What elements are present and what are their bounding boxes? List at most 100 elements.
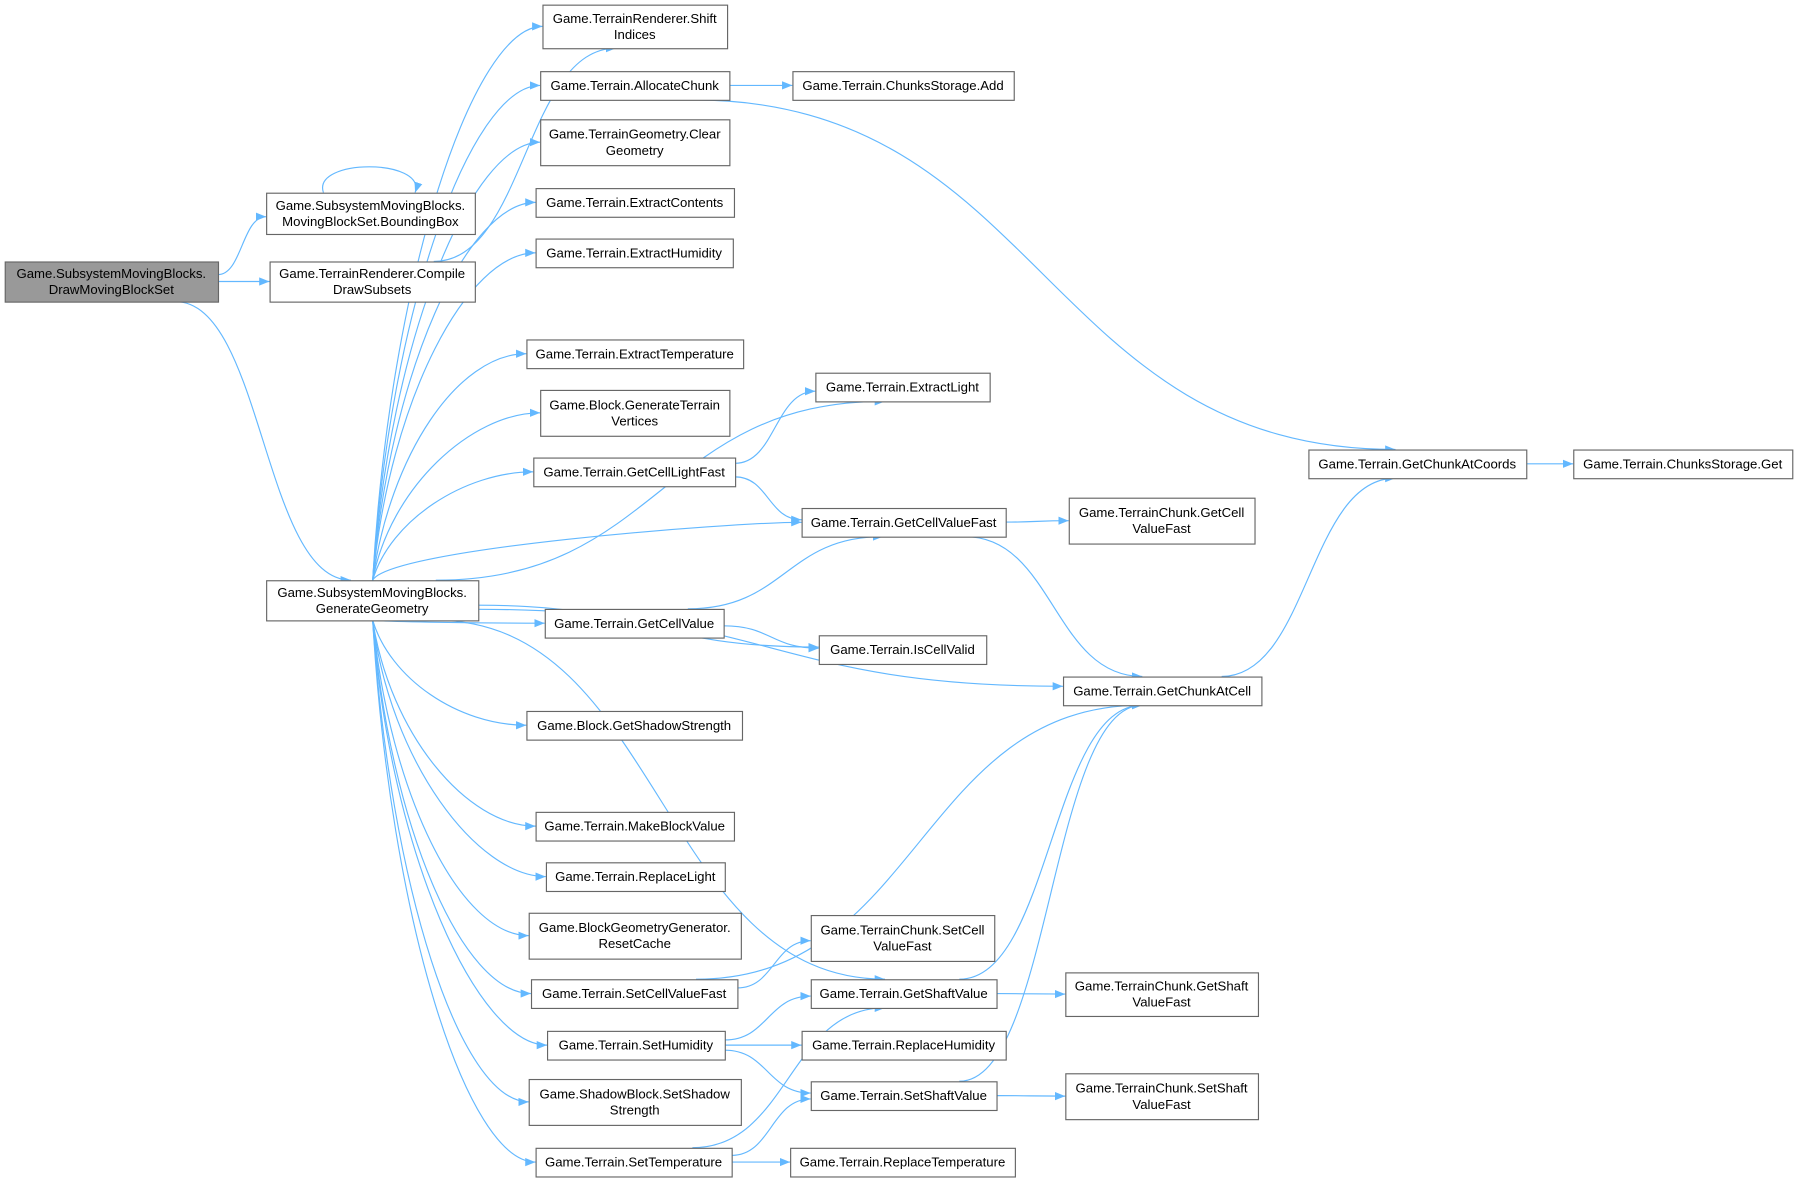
- node-label: Game.Terrain.ReplaceLight: [555, 869, 716, 884]
- node-label: Game.SubsystemMovingBlocks.: [16, 266, 206, 281]
- node-reptemp[interactable]: Game.Terrain.ReplaceTemperature: [790, 1147, 1016, 1178]
- node-csget[interactable]: Game.Terrain.ChunksStorage.Get: [1573, 449, 1794, 480]
- node-box: [1068, 497, 1256, 545]
- node-label: Game.Block.GenerateTerrain: [549, 397, 720, 412]
- node-settemp[interactable]: Game.Terrain.SetTemperature: [535, 1147, 733, 1178]
- node-label: Game.BlockGeometryGenerator.: [539, 920, 731, 935]
- node-box: [269, 261, 476, 303]
- node-label: Game.TerrainChunk.SetCell: [820, 922, 984, 937]
- node-box: [535, 238, 734, 269]
- node-getcv[interactable]: Game.Terrain.GetCellValue: [544, 608, 725, 639]
- node-label: Game.Terrain.SetTemperature: [545, 1155, 722, 1170]
- node-label: Game.Terrain.MakeBlockValue: [544, 819, 725, 834]
- node-label: Game.Terrain.ExtractHumidity: [546, 245, 722, 260]
- node-box: [528, 912, 742, 960]
- node-box: [1573, 449, 1794, 480]
- node-label: Game.Terrain.GetCellValueFast: [811, 515, 997, 530]
- node-isvalid[interactable]: Game.Terrain.IsCellValid: [818, 635, 988, 666]
- node-getcvf[interactable]: Game.Terrain.GetCellValueFast: [801, 507, 1007, 538]
- node-extemp[interactable]: Game.Terrain.ExtractTemperature: [526, 339, 745, 370]
- edge-setcvf-to-tcsetcvf: [737, 936, 811, 989]
- node-label: Game.Terrain.ReplaceHumidity: [812, 1038, 995, 1053]
- edge-sethum-to-getshaft: [724, 991, 811, 1041]
- node-label: DrawMovingBlockSet: [49, 282, 175, 297]
- node-label: ValueFast: [1132, 521, 1191, 536]
- node-box: [810, 1081, 998, 1112]
- node-label: Game.TerrainChunk.SetShaft: [1076, 1081, 1248, 1096]
- edge-compile-to-shift: [433, 44, 617, 262]
- edge-gengeo-to-sethum: [372, 620, 547, 1050]
- node-exhum[interactable]: Game.Terrain.ExtractHumidity: [535, 238, 734, 269]
- node-replight[interactable]: Game.Terrain.ReplaceLight: [545, 862, 726, 893]
- node-label: Strength: [610, 1102, 660, 1117]
- node-label: Vertices: [611, 413, 658, 428]
- node-setshaft[interactable]: Game.Terrain.SetShaftValue: [810, 1081, 998, 1112]
- node-box: [535, 1147, 733, 1178]
- edge-gengeo-to-getshaft: [435, 619, 886, 984]
- node-box: [792, 71, 1015, 101]
- node-label: Game.TerrainRenderer.Shift: [553, 11, 717, 26]
- node-label: Game.Terrain.ExtractTemperature: [536, 346, 734, 361]
- node-label: Game.Terrain.ChunksStorage.Get: [1583, 456, 1782, 471]
- node-box: [546, 1030, 726, 1061]
- node-box: [535, 188, 736, 218]
- node-exlight[interactable]: Game.Terrain.ExtractLight: [815, 372, 991, 403]
- node-box: [1062, 676, 1263, 707]
- node-getshaft[interactable]: Game.Terrain.GetShaftValue: [810, 979, 998, 1010]
- edge-settemp-to-getshaft: [692, 1003, 886, 1149]
- node-box: [818, 635, 988, 666]
- node-label: Game.Terrain.IsCellValid: [830, 642, 975, 657]
- edge-getlight-to-getcvf: [735, 476, 802, 524]
- node-gengeo[interactable]: Game.SubsystemMovingBlocks.GenerateGeome…: [266, 580, 480, 622]
- node-label: Game.Terrain.AllocateChunk: [551, 78, 720, 93]
- edge-sethum-to-setshaft: [724, 1049, 811, 1098]
- node-reset[interactable]: Game.BlockGeometryGenerator.ResetCache: [528, 912, 742, 960]
- node-box: [544, 608, 725, 639]
- node-box: [540, 389, 731, 437]
- node-label: ResetCache: [598, 936, 670, 951]
- node-label: ValueFast: [1132, 1097, 1191, 1112]
- node-box: [790, 1147, 1016, 1178]
- node-sethum[interactable]: Game.Terrain.SetHumidity: [546, 1030, 726, 1061]
- node-bbox[interactable]: Game.SubsystemMovingBlocks.MovingBlockSe…: [266, 192, 476, 236]
- node-setcvf[interactable]: Game.Terrain.SetCellValueFast: [530, 979, 739, 1010]
- node-label: Game.Terrain.ReplaceTemperature: [800, 1155, 1006, 1170]
- node-label: Game.SubsystemMovingBlocks.: [276, 198, 466, 213]
- node-alloc[interactable]: Game.Terrain.AllocateChunk: [540, 71, 731, 101]
- node-atcell[interactable]: Game.Terrain.GetChunkAtCell: [1062, 676, 1263, 707]
- node-shadowstr[interactable]: Game.Block.GetShadowStrength: [526, 710, 744, 741]
- edge-gengeo-to-getlight: [372, 467, 534, 581]
- node-label: Game.SubsystemMovingBlocks.: [277, 585, 467, 600]
- node-excont[interactable]: Game.Terrain.ExtractContents: [535, 188, 736, 218]
- node-coords[interactable]: Game.Terrain.GetChunkAtCoords: [1308, 449, 1528, 480]
- edge-gengeo-to-shadowstr: [372, 620, 527, 730]
- node-tcsetcvf[interactable]: Game.TerrainChunk.SetCellValueFast: [810, 914, 996, 962]
- node-label: Game.Terrain.GetShaftValue: [820, 986, 988, 1001]
- node-box: [530, 979, 739, 1010]
- edge-gengeo-to-alloc: [372, 81, 541, 581]
- node-box: [1065, 972, 1260, 1018]
- edge-getlight-to-exlight: [735, 387, 816, 464]
- node-rephum[interactable]: Game.Terrain.ReplaceHumidity: [801, 1030, 1007, 1061]
- node-label: Game.Terrain.GetChunkAtCell: [1073, 683, 1251, 698]
- node-makeblock[interactable]: Game.Terrain.MakeBlockValue: [535, 811, 736, 842]
- node-getlight[interactable]: Game.Terrain.GetCellLightFast: [533, 457, 737, 488]
- edge-gengeo-to-exlight: [435, 397, 886, 581]
- node-tcgetcvf[interactable]: Game.TerrainChunk.GetCellValueFast: [1068, 497, 1256, 545]
- node-csadd[interactable]: Game.Terrain.ChunksStorage.Add: [792, 71, 1015, 101]
- node-label: MovingBlockSet.BoundingBox: [282, 214, 459, 229]
- node-draw[interactable]: Game.SubsystemMovingBlocks.DrawMovingBlo…: [4, 261, 220, 303]
- node-label: Indices: [614, 27, 656, 42]
- edge-gengeo-to-shift: [372, 22, 543, 581]
- node-label: Game.Terrain.ChunksStorage.Add: [802, 78, 1003, 93]
- node-label: Geometry: [606, 143, 664, 158]
- node-label: Game.Terrain.GetCellLightFast: [543, 464, 725, 479]
